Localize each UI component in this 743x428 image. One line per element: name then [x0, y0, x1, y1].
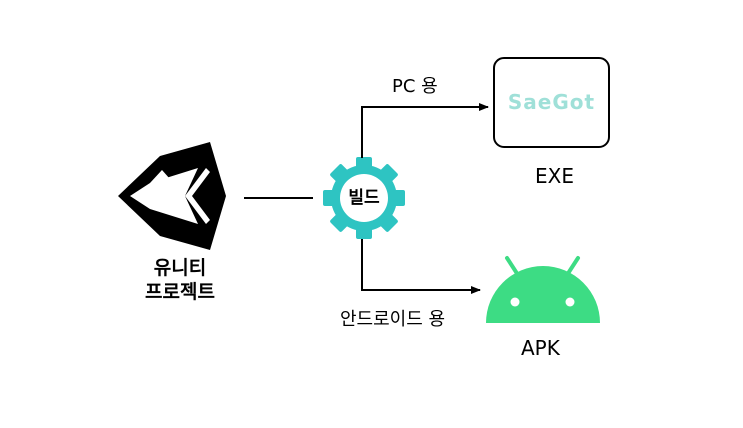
exe-label: EXE — [535, 164, 574, 188]
pc-branch-label: PC 용 — [392, 76, 438, 97]
apk-label: APK — [521, 336, 560, 360]
unity-label-line2: 프로젝트 — [145, 281, 215, 303]
android-robot-icon — [486, 256, 600, 323]
saegot-logo: SaeGot — [507, 90, 596, 114]
connector-build-android — [361, 239, 481, 294]
exe-box: SaeGot — [493, 57, 610, 148]
connector-build-pc — [361, 103, 489, 158]
build-label: 빌드 — [348, 188, 380, 208]
android-branch-label: 안드로이드 용 — [340, 309, 446, 330]
unity-logo-icon — [118, 142, 226, 250]
gear-icon — [323, 157, 405, 239]
unity-label-line1: 유니티 — [153, 257, 207, 279]
unity-project-label: 유니티 프로젝트 — [120, 256, 240, 304]
